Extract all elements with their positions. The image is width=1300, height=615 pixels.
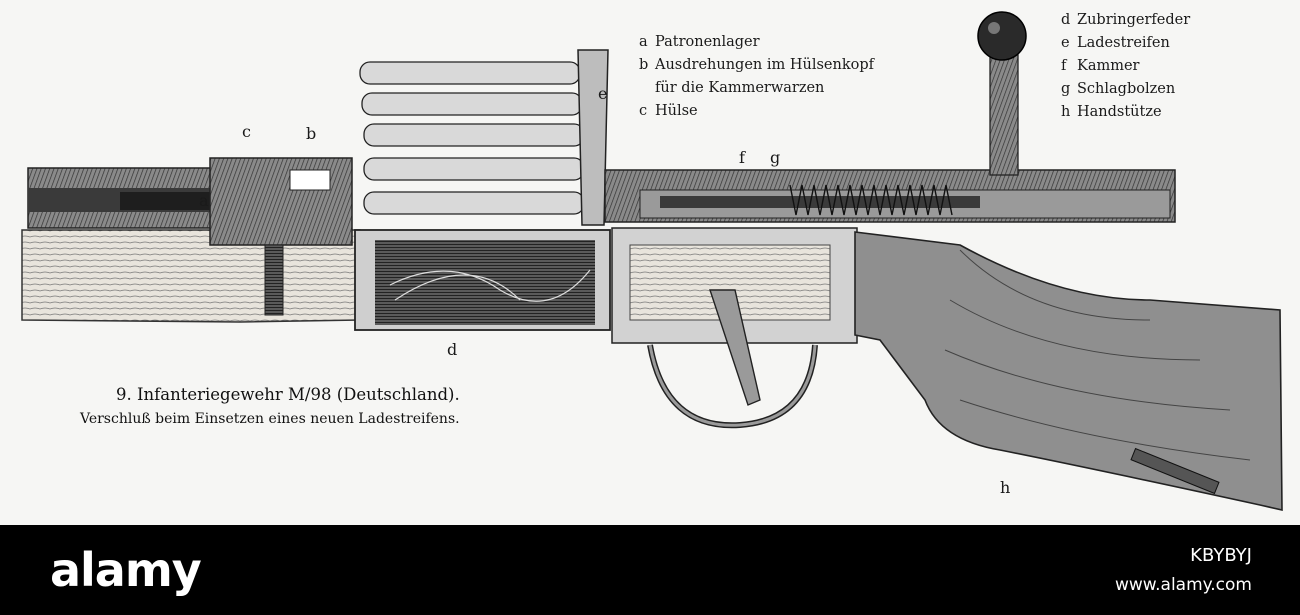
legend-text: Schlagbolzen [1077, 81, 1176, 97]
receiver-ring [209, 157, 353, 246]
label-c: c [242, 122, 251, 141]
legend-key: d [1061, 12, 1071, 28]
rifle-cutaway-illustration [21, 11, 1283, 512]
legend-text: Ausdrehungen im Hülsenkopf [655, 57, 875, 73]
bolt-knob [977, 11, 1027, 61]
legend-item-f: f Kammer [1061, 59, 1140, 74]
legend-text: für die Kammerwarzen [655, 80, 825, 96]
legend-key: g [1061, 81, 1071, 97]
legend-key: e [1061, 35, 1070, 51]
legend-text: Ladestreifen [1077, 35, 1170, 51]
hand-stop [1130, 447, 1220, 495]
label-f: f [739, 148, 745, 167]
cartridges [359, 61, 585, 215]
legend-item-b: b Ausdrehungen im Hülsenkopf [639, 58, 874, 73]
legend-key: a [639, 34, 648, 50]
legend-item-h: h Handstütze [1061, 105, 1162, 120]
legend-item-a: a Patronenlager [639, 35, 760, 50]
engraving-plate: a b c d e f g h a Patronenlager b Ausdrehu… [0, 0, 1300, 525]
legend-text: Kammer [1077, 58, 1140, 74]
figure-title: 9. Infanteriegewehr M/98 (Deutschland). [116, 385, 460, 404]
stripper-clip [577, 49, 609, 226]
legend-item-c: c Hülse [639, 104, 698, 119]
label-d: d [447, 340, 458, 359]
legend-key: f [1061, 58, 1067, 74]
legend-key: h [1061, 104, 1071, 120]
legend-item-d: d Zubringerfeder [1061, 13, 1190, 28]
watermark-bar: alamy KBYBYJ www.alamy.com [0, 525, 1300, 615]
legend-item-e: e Ladestreifen [1061, 36, 1170, 51]
label-g: g [770, 148, 781, 167]
alamy-logo: alamy [50, 543, 202, 597]
legend-text: Handstütze [1077, 104, 1162, 120]
legend-key: b [639, 57, 649, 73]
mainspring [789, 184, 953, 216]
label-h: h [1000, 478, 1011, 497]
label-e: e [598, 84, 608, 103]
trigger [709, 289, 761, 406]
legend-text: Zubringerfeder [1077, 12, 1191, 28]
follower-spring [389, 269, 591, 302]
figure-subtitle: Verschluß beim Einsetzen eines neuen Lad… [80, 411, 460, 427]
legend-text: Patronenlager [655, 34, 760, 50]
legend-item-g: g Schlagbolzen [1061, 82, 1175, 97]
firing-pin [660, 196, 980, 208]
legend-item-b-cont: für die Kammerwarzen [639, 81, 824, 96]
site-url: www.alamy.com [1114, 575, 1252, 595]
label-b: b [306, 124, 317, 143]
butt-stock [854, 231, 1283, 512]
label-a: a [199, 191, 209, 210]
image-id: KBYBYJ [1190, 545, 1252, 566]
bolt-handle [989, 54, 1019, 176]
legend-text: Hülse [655, 103, 698, 119]
legend-key: c [639, 103, 648, 119]
